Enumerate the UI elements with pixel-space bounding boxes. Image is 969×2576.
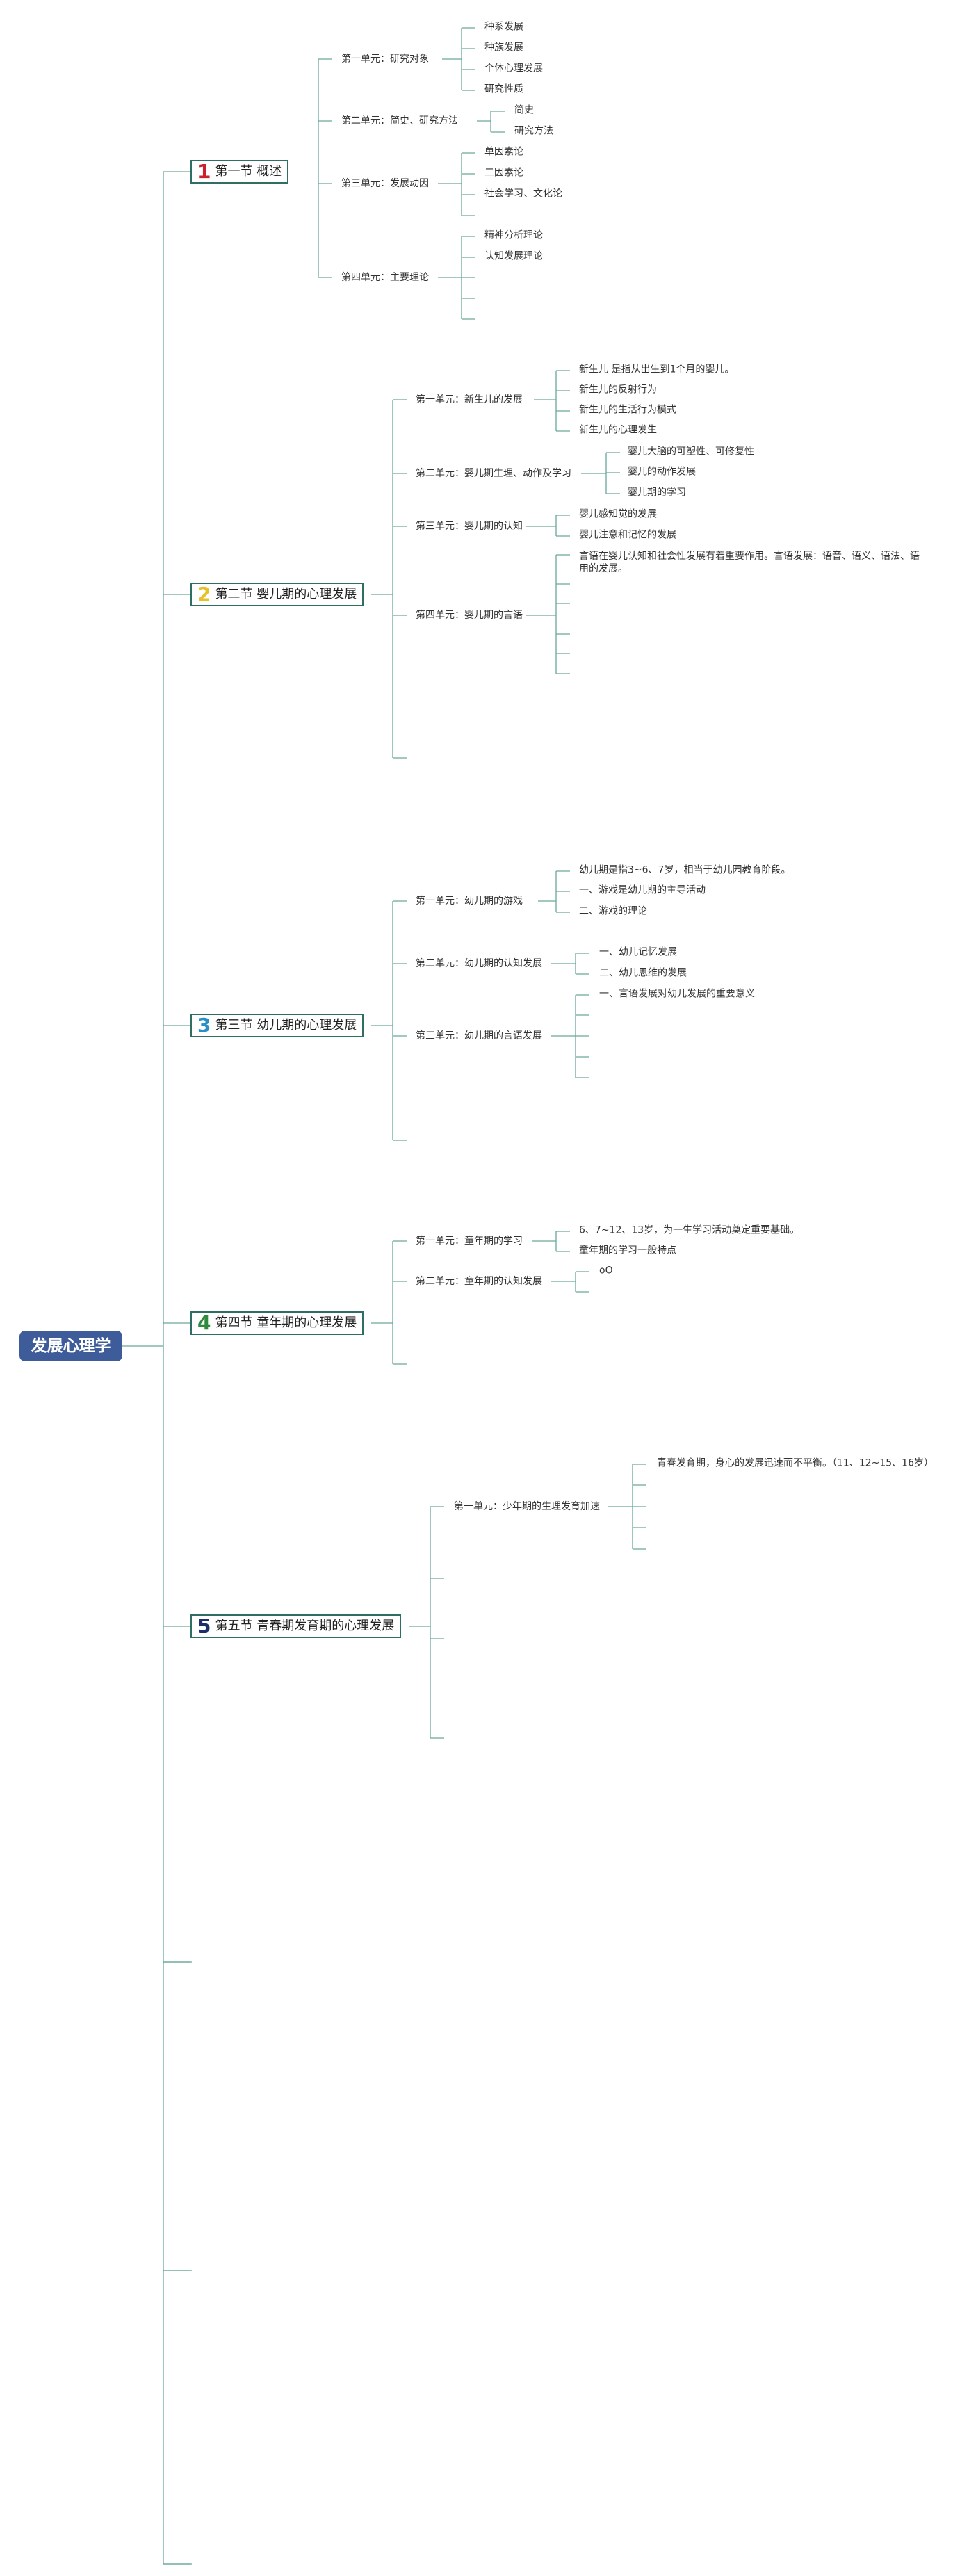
section-1[interactable]: 1 第一节 概述 (190, 160, 289, 184)
s5-unit-1[interactable]: 第一单元：少年期的生理发育加速 (454, 1501, 600, 1512)
section-3-number: 3 (197, 1014, 211, 1037)
s1-u1-item-3[interactable]: 个体心理发展 (484, 63, 543, 74)
s2-u2-item-1[interactable]: 婴儿大脑的可塑性、可修复性 (628, 446, 754, 457)
s4-u1-item-2[interactable]: 童年期的学习一般特点 (579, 1245, 676, 1256)
s1-unit-1[interactable]: 第一单元：研究对象 (341, 54, 429, 65)
s1-unit-4[interactable]: 第四单元：主要理论 (341, 272, 429, 283)
s3-u1-item-1[interactable]: 幼儿期是指3~6、7岁，相当于幼儿园教育阶段。 (579, 864, 791, 876)
s3-u3-item-1[interactable]: 一、言语发展对幼儿发展的重要意义 (599, 988, 755, 1000)
section-4-number: 4 (197, 1311, 211, 1334)
s4-u2-item-1[interactable]: oO (599, 1265, 613, 1277)
section-2-title: 第二节 婴儿期的心理发展 (215, 587, 357, 601)
s3-unit-1[interactable]: 第一单元：幼儿期的游戏 (416, 896, 523, 907)
s1-u3-item-3[interactable]: 社会学习、文化论 (484, 188, 562, 200)
s1-unit-3[interactable]: 第三单元：发展动因 (341, 178, 429, 189)
section-2[interactable]: 2 第二节 婴儿期的心理发展 (190, 583, 364, 606)
section-1-title: 第一节 概述 (215, 164, 282, 179)
s2-u2-item-3[interactable]: 婴儿期的学习 (628, 487, 686, 499)
s1-u1-item-2[interactable]: 种族发展 (484, 42, 523, 54)
s1-u2-item-1[interactable]: 简史 (514, 104, 534, 116)
s3-unit-3[interactable]: 第三单元：幼儿期的言语发展 (416, 1030, 542, 1042)
root-topic[interactable]: 发展心理学 (19, 1331, 122, 1361)
s2-unit-4[interactable]: 第四单元：婴儿期的言语 (416, 610, 523, 621)
s2-u3-item-1[interactable]: 婴儿感知觉的发展 (579, 508, 657, 520)
s1-u4-item-1[interactable]: 精神分析理论 (484, 229, 543, 241)
s2-unit-2[interactable]: 第二单元：婴儿期生理、动作及学习 (416, 468, 571, 479)
s3-u1-item-2[interactable]: 一、游戏是幼儿期的主导活动 (579, 884, 706, 896)
s2-u1-item-4[interactable]: 新生儿的心理发生 (579, 424, 657, 436)
s2-unit-1[interactable]: 第一单元：新生儿的发展 (416, 394, 523, 405)
s1-u2-item-2[interactable]: 研究方法 (514, 125, 553, 137)
s1-unit-2[interactable]: 第二单元：简史、研究方法 (341, 115, 458, 127)
section-4-title: 第四节 童年期的心理发展 (215, 1315, 357, 1330)
s3-u2-item-1[interactable]: 一、幼儿记忆发展 (599, 946, 677, 958)
section-5[interactable]: 5 第五节 青春期发育期的心理发展 (190, 1614, 402, 1638)
s2-u1-item-3[interactable]: 新生儿的生活行为模式 (579, 404, 676, 416)
section-5-number: 5 (197, 1614, 211, 1637)
s4-unit-2[interactable]: 第二单元：童年期的认知发展 (416, 1276, 542, 1287)
s2-u1-item-1[interactable]: 新生儿 是指从出生到1个月的婴儿。 (579, 364, 735, 375)
s3-unit-2[interactable]: 第二单元：幼儿期的认知发展 (416, 958, 542, 969)
s5-u1-item-1[interactable]: 青春发育期，身心的发展迅速而不平衡。（11、12~15、16岁） (657, 1457, 934, 1469)
s2-u3-item-2[interactable]: 婴儿注意和记忆的发展 (579, 529, 676, 541)
s3-u1-item-3[interactable]: 二、游戏的理论 (579, 905, 647, 917)
s4-unit-1[interactable]: 第一单元：童年期的学习 (416, 1236, 523, 1247)
s3-u2-item-2[interactable]: 二、幼儿思维的发展 (599, 967, 687, 979)
s1-u3-item-2[interactable]: 二因素论 (484, 167, 523, 179)
section-3[interactable]: 3 第三节 幼儿期的心理发展 (190, 1014, 364, 1037)
section-4[interactable]: 4 第四节 童年期的心理发展 (190, 1311, 364, 1335)
s2-u4-item-1[interactable]: 言语在婴儿认知和社会性发展有着重要作用。言语发展：语音、语义、语法、语用的发展。 (579, 551, 920, 574)
section-2-number: 2 (197, 583, 211, 606)
section-3-title: 第三节 幼儿期的心理发展 (215, 1018, 357, 1032)
s1-u3-item-1[interactable]: 单因素论 (484, 146, 523, 158)
s2-unit-3[interactable]: 第三单元：婴儿期的认知 (416, 521, 523, 532)
section-5-title: 第五节 青春期发育期的心理发展 (215, 1619, 395, 1633)
s2-u1-item-2[interactable]: 新生儿的反射行为 (579, 384, 657, 396)
s4-u1-item-1[interactable]: 6、7~12、13岁，为一生学习活动奠定重要基础。 (579, 1224, 800, 1236)
s1-u4-item-2[interactable]: 认知发展理论 (484, 250, 543, 262)
s1-u1-item-1[interactable]: 种系发展 (484, 21, 523, 33)
s2-u2-item-2[interactable]: 婴儿的动作发展 (628, 466, 696, 478)
s1-u1-item-4[interactable]: 研究性质 (484, 83, 523, 95)
section-1-number: 1 (197, 160, 211, 183)
